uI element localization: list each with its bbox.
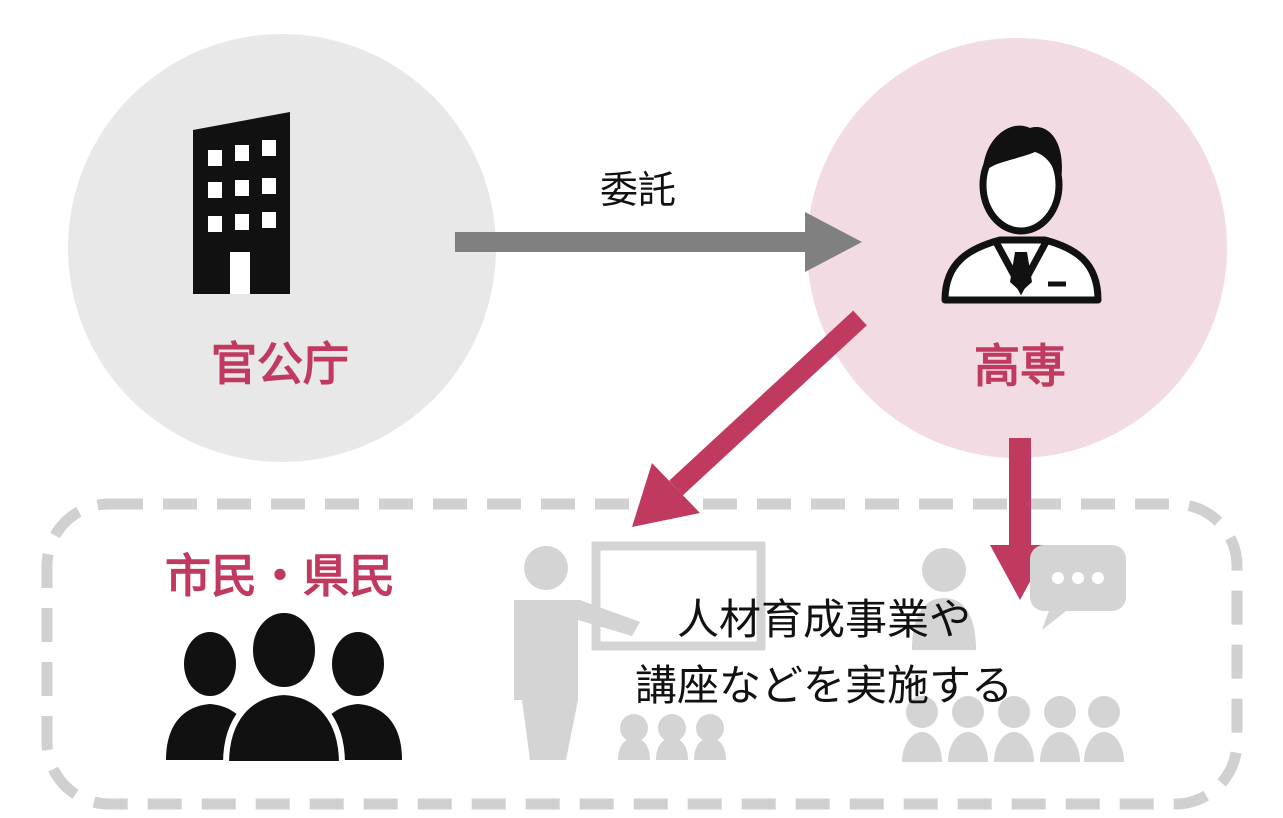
audience-discussion-icon [902, 545, 1126, 762]
commission-arrow [455, 212, 862, 272]
diagonal-arrow [632, 310, 867, 527]
businessman-icon [941, 125, 1102, 304]
kosen-label: 高専 [974, 339, 1066, 393]
people-group-icon [166, 607, 402, 767]
citizens-label: 市民・県民 [165, 549, 395, 603]
commission-label: 委託 [600, 168, 676, 212]
office-building-icon [193, 112, 290, 294]
activity-text-line2: 講座などを実施する [635, 661, 1013, 710]
government-label: 官公庁 [211, 337, 349, 391]
activity-text-line1: 人材育成事業や [677, 595, 971, 644]
citizens-group-border [41, 498, 1243, 810]
lecture-presenter-icon [514, 541, 766, 760]
